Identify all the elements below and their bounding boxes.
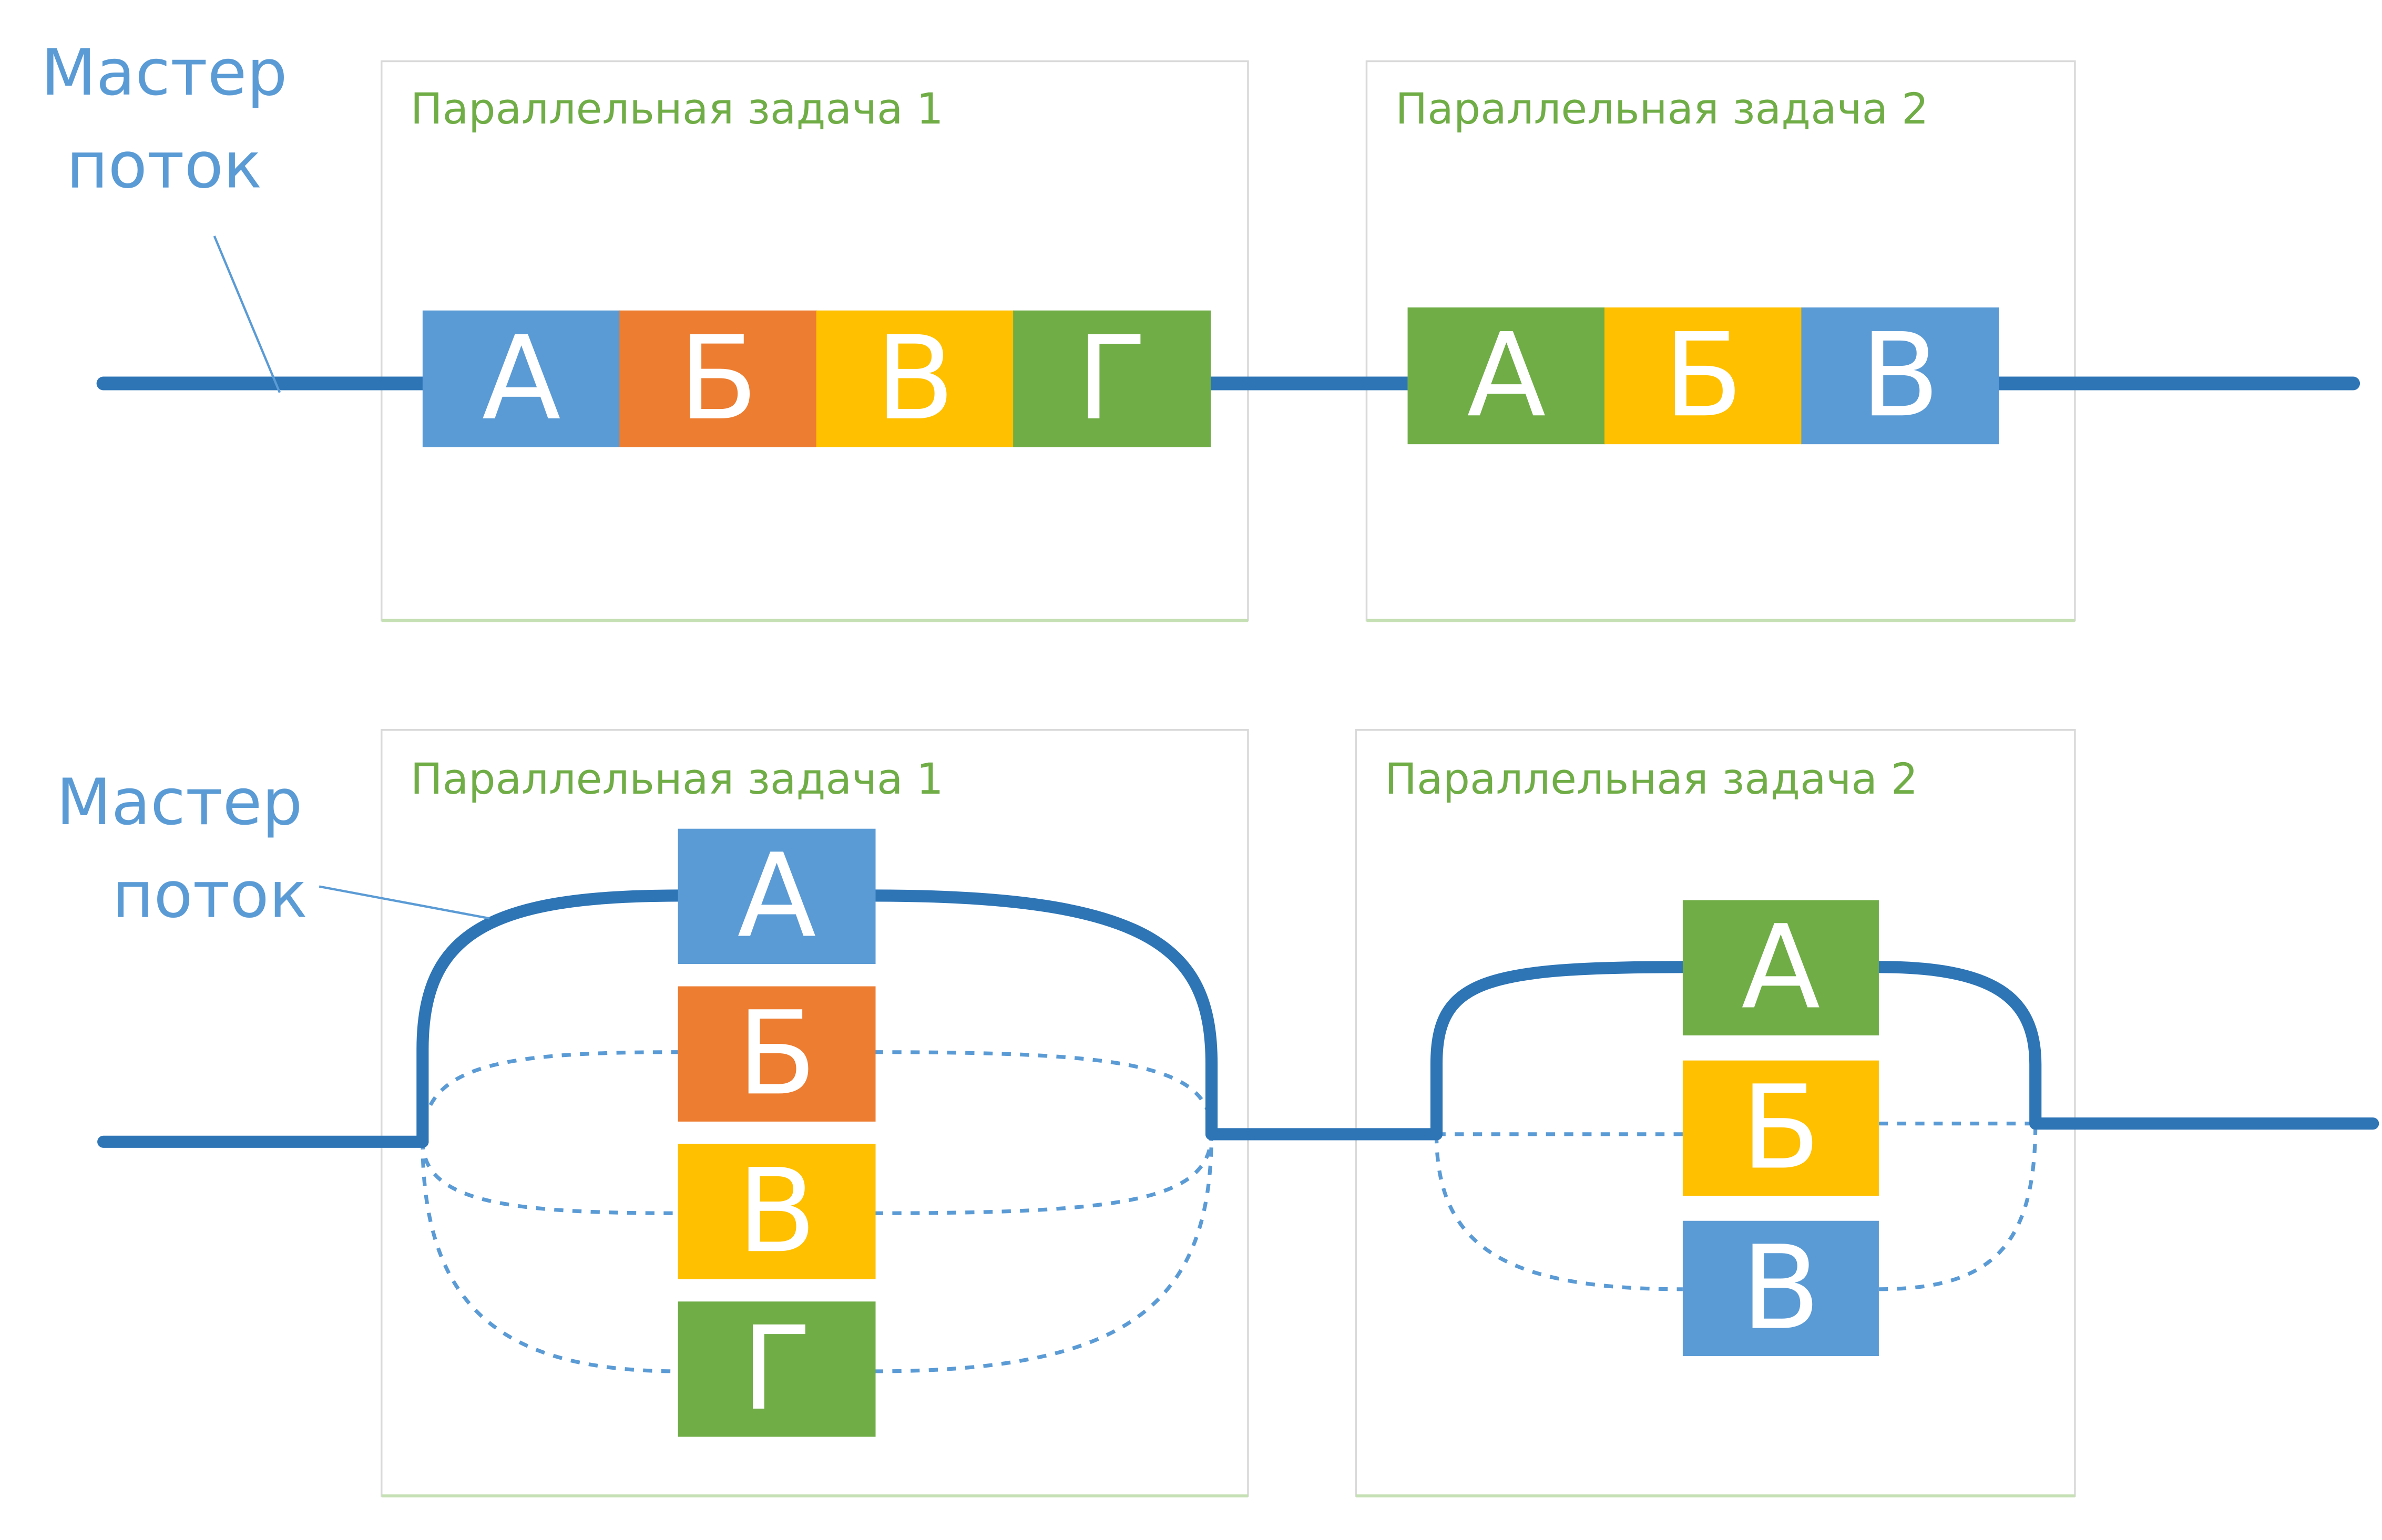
task-block-letter: А <box>482 311 561 446</box>
bottom-master-pointer <box>319 885 490 920</box>
bottom-task2-blocks: АБВ <box>1682 900 1879 1357</box>
worker-thread-b <box>421 1050 1214 1141</box>
bottom-task1-worker-threads <box>421 1050 1214 1373</box>
task-block-letter: Б <box>1741 1061 1821 1195</box>
task-block-bg <box>1682 1060 1879 1196</box>
bottom-master-thread-arc1 <box>416 889 1218 1148</box>
worker-thread-b2 <box>1436 1122 2036 1136</box>
bottom-master-thread <box>97 889 2379 1148</box>
task-block-letter: В <box>737 1144 816 1278</box>
top-task2-label: Параллельная задача 2 <box>1395 85 1928 134</box>
bottom-master-label-line1: Мастер <box>56 765 302 839</box>
task-block: В <box>1682 1220 1879 1357</box>
task-block: Б <box>1682 1060 1879 1196</box>
task-block-bg <box>1604 307 1802 445</box>
task-block: Б <box>619 310 817 447</box>
task-block: А <box>678 829 876 964</box>
task-block-bg <box>422 310 620 447</box>
task-block: В <box>816 310 1014 447</box>
task-block-letter: Г <box>1077 311 1147 446</box>
bottom-master-thread-arc2 <box>1430 961 2042 1141</box>
top-master-label-line1: Мастер <box>41 35 288 110</box>
worker-thread-v <box>421 1133 1214 1215</box>
task-block-letter: Б <box>1664 308 1743 443</box>
task-block-bg <box>1013 310 1211 447</box>
task-block-bg <box>1682 1220 1879 1357</box>
task-block-letter: В <box>1741 1221 1821 1356</box>
task-block-letter: Б <box>737 986 816 1121</box>
task-block-letter: А <box>1467 308 1546 443</box>
task-block-bg <box>1407 307 1606 445</box>
task-block-letter: А <box>737 829 816 963</box>
task-block: Г <box>678 1301 876 1437</box>
worker-thread-v2 <box>1434 1123 2038 1291</box>
task-block: В <box>678 1144 876 1279</box>
bottom-section: Параллельная задача 1 Параллельная задач… <box>56 729 2379 1497</box>
task-block: А <box>422 310 620 447</box>
task-block-bg <box>1801 307 1999 445</box>
worker-thread-g <box>421 1133 1214 1373</box>
bottom-task2-worker-threads <box>1434 1122 2038 1291</box>
top-master-pointer <box>213 235 281 393</box>
task-block: Б <box>678 986 876 1122</box>
task-block-letter: В <box>875 311 955 446</box>
task-block: А <box>1682 900 1879 1035</box>
task-block-letter: В <box>1860 308 1940 443</box>
task-block-bg <box>678 1144 876 1279</box>
bottom-task1-label: Параллельная задача 1 <box>411 755 944 804</box>
task-block-bg <box>678 986 876 1122</box>
task-block-bg <box>678 828 876 964</box>
bottom-task2-label: Параллельная задача 2 <box>1385 755 1918 804</box>
bottom-master-label-line2: поток <box>112 857 308 932</box>
top-task1-label: Параллельная задача 1 <box>411 85 944 134</box>
task-block: Б <box>1604 307 1802 445</box>
task-block-bg <box>816 310 1014 447</box>
task-block-letter: А <box>1741 900 1820 1034</box>
task-block: В <box>1801 307 1999 445</box>
task-block-letter: Б <box>679 311 758 446</box>
task-block: Г <box>1013 310 1211 447</box>
top-section: Параллельная задача 1 Параллельная задач… <box>41 35 2360 622</box>
task-block: А <box>1407 307 1606 445</box>
task-block-bg <box>1682 900 1879 1035</box>
task-block-letter: Г <box>742 1301 812 1436</box>
task-block-bg <box>678 1301 876 1437</box>
top-master-label-line2: поток <box>66 128 262 202</box>
task-block-bg <box>619 310 817 447</box>
